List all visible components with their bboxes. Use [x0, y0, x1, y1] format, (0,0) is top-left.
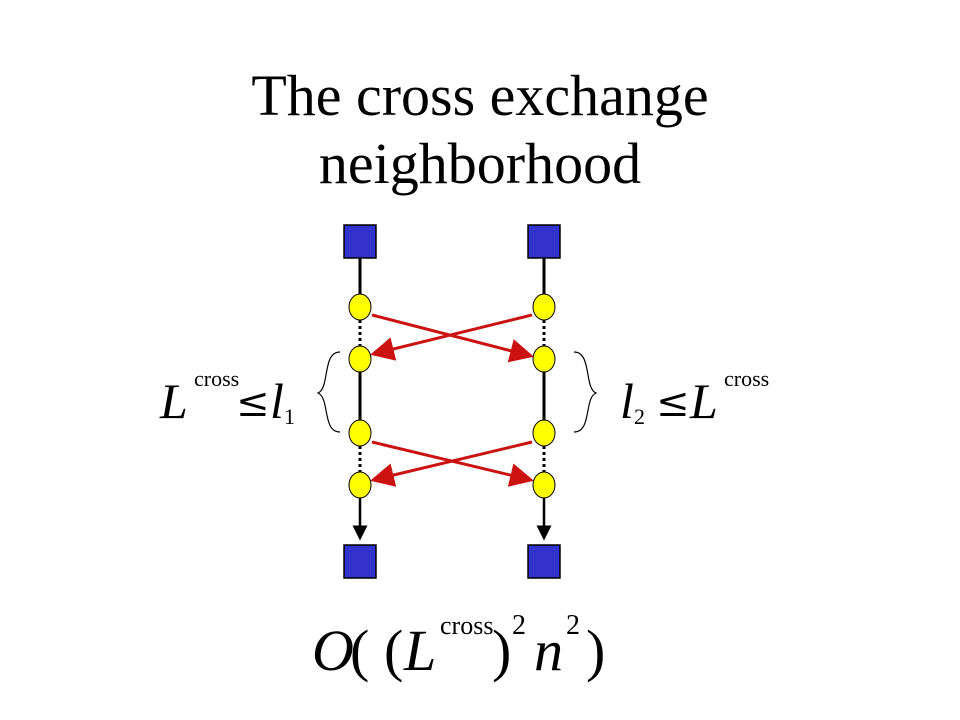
right-constraint-formula: l 2 ≤ L cross [620, 366, 769, 429]
complexity-formula: O ( ( L cross ) 2 n 2 ) [312, 610, 605, 683]
formula-symbol-L: L [689, 373, 718, 429]
formula-paren: ) [492, 618, 511, 683]
formula-symbol-l: l [270, 373, 284, 429]
formula-paren: ( [384, 618, 403, 683]
formula-exponent: 2 [512, 610, 526, 641]
formula-symbol-n: n [534, 618, 563, 683]
formula-paren: ) [586, 618, 605, 683]
exchange-arrows [370, 313, 534, 487]
depot-node [343, 224, 377, 259]
left-constraint-formula: L cross ≤ l 1 [159, 366, 295, 429]
right-brace [573, 351, 598, 433]
customer-node [532, 419, 556, 447]
customer-node [532, 345, 556, 373]
formula-subscript: 2 [634, 404, 645, 429]
customer-node [532, 471, 556, 499]
formula-superscript: cross [724, 366, 769, 391]
formula-leq: ≤ [656, 380, 690, 426]
formula-leq: ≤ [236, 380, 270, 426]
depot-node [527, 544, 561, 579]
left-brace [316, 351, 341, 433]
customer-node [348, 345, 372, 373]
formula-symbol-l: l [620, 373, 634, 429]
formula-superscript: cross [440, 611, 493, 640]
formula-symbol-L: L [403, 618, 436, 683]
formula-subscript: 1 [284, 404, 295, 429]
customer-node [348, 471, 372, 499]
title-line-2: neighborhood [318, 131, 642, 196]
depot-node [527, 224, 561, 259]
formula-superscript: cross [194, 366, 239, 391]
customer-node [348, 419, 372, 447]
slide-title: The cross exchange neighborhood [0, 62, 960, 198]
title-line-1: The cross exchange [251, 63, 709, 128]
formula-paren: ( [350, 618, 369, 683]
exchange-arrow [370, 440, 533, 487]
formula-O: O [312, 618, 354, 683]
formula-symbol-L: L [159, 373, 188, 429]
depot-node [343, 544, 377, 579]
formula-exponent: 2 [566, 610, 580, 641]
customer-node [532, 293, 556, 321]
exchange-arrow [370, 313, 533, 361]
customer-node [348, 293, 372, 321]
